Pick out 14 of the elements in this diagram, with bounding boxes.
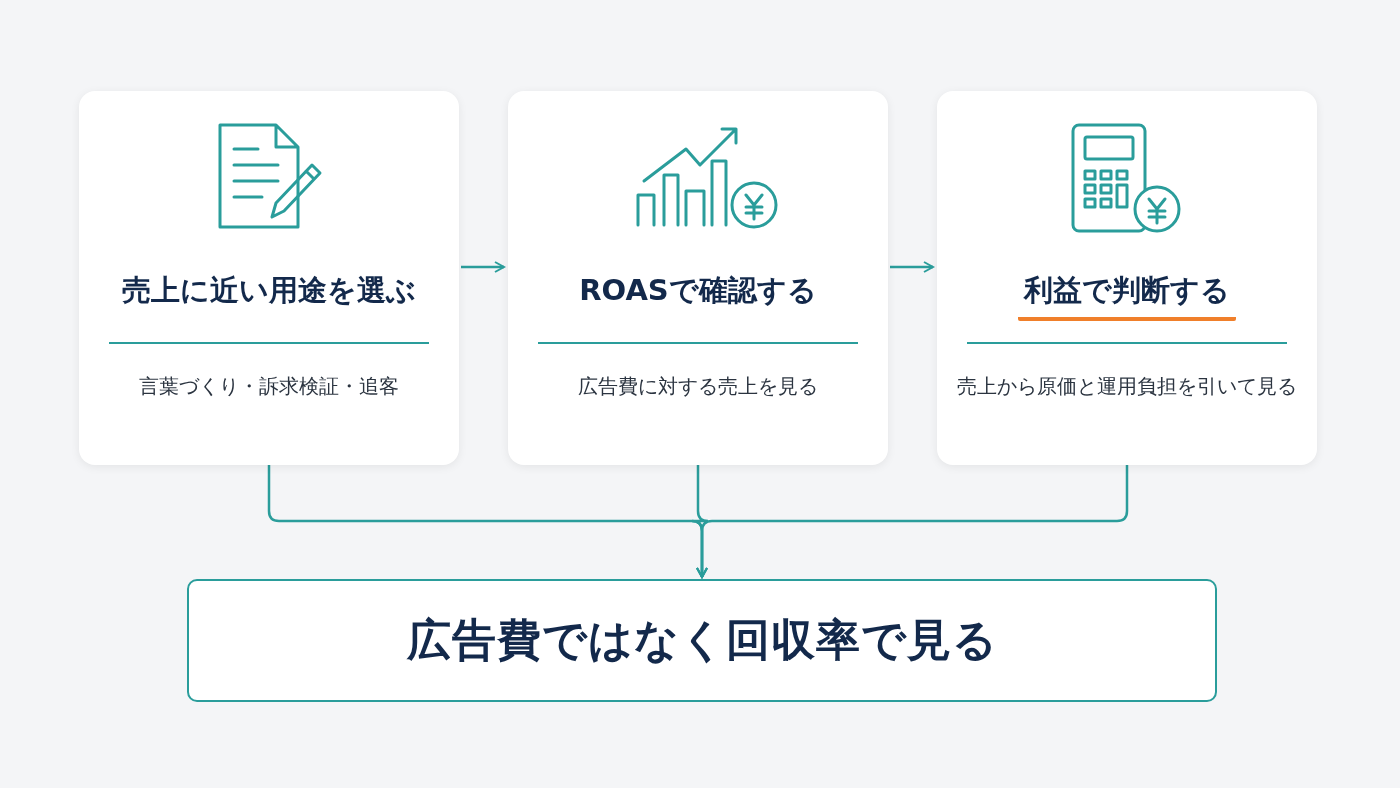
conclusion-box — [187, 579, 1217, 702]
connector-arrow — [890, 261, 934, 273]
card-heading: ROASで確認する — [578, 272, 818, 309]
card-description: 言葉づくり・訴求検証・追客 — [138, 373, 400, 400]
step-card — [937, 91, 1317, 465]
step-card — [508, 91, 888, 465]
card-description: 広告費に対する売上を見る — [577, 373, 819, 400]
connector-arrow — [696, 465, 1129, 578]
conclusion-text: 広告費ではなく回収率で見る — [406, 613, 998, 667]
card-heading: 売上に近い用途を選ぶ — [121, 272, 417, 309]
step-card — [79, 91, 459, 465]
card-description: 売上から原価と運用負担を引いて見る — [957, 373, 1297, 400]
underlined-heading: 利益で判断する — [1018, 271, 1236, 321]
connector-arrow — [461, 261, 505, 273]
